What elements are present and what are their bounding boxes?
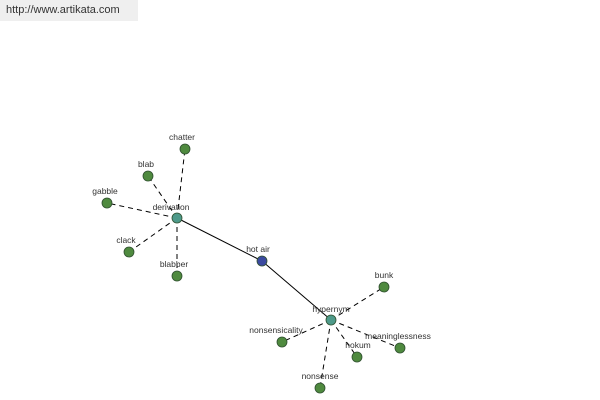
graph-nodes: hot air derivation hypernym chatter blab gabb… <box>92 132 431 394</box>
node-circle[interactable] <box>378 281 390 293</box>
edge-hot_air-derivation <box>176 217 263 262</box>
edge-derivation-gabble <box>106 202 178 219</box>
node-circle[interactable] <box>276 336 288 348</box>
node-nonsense[interactable]: nonsense <box>302 371 339 394</box>
node-chatter[interactable]: chatter <box>169 132 195 155</box>
node-label: clack <box>116 235 136 245</box>
node-blabber[interactable]: blabber <box>160 259 189 282</box>
edge-hypernym-nonsense <box>319 319 332 389</box>
node-circle[interactable] <box>179 143 191 155</box>
node-nonsensicality[interactable]: nonsensicality <box>249 325 303 348</box>
edge-derivation-chatter <box>176 148 186 219</box>
edge-derivation-clack <box>128 217 178 253</box>
node-circle[interactable] <box>325 314 337 326</box>
node-hot-air[interactable]: hot air <box>246 244 270 267</box>
node-circle[interactable] <box>171 270 183 282</box>
node-circle[interactable] <box>101 197 113 209</box>
node-circle[interactable] <box>351 351 363 363</box>
node-label: hot air <box>246 244 270 254</box>
node-hypernym[interactable]: hypernym <box>312 304 350 326</box>
node-label: hypernym <box>312 304 349 314</box>
url-bar: http://www.artikata.com <box>0 0 138 21</box>
edge-hypernym-bunk <box>330 286 385 321</box>
node-label: chatter <box>169 132 195 142</box>
node-clack[interactable]: clack <box>116 235 136 258</box>
node-blab[interactable]: blab <box>138 159 154 182</box>
node-meaninglessness[interactable]: meaninglessness <box>365 331 431 354</box>
graph-edges <box>106 148 401 389</box>
edge-hypernym-hokum <box>330 319 358 358</box>
node-label: blabber <box>160 259 189 269</box>
node-derivation[interactable]: derivation <box>153 202 190 224</box>
site-url-link[interactable]: http://www.artikata.com <box>6 4 120 16</box>
edge-hot_air-hypernym <box>261 260 332 321</box>
node-label: gabble <box>92 186 118 196</box>
node-circle[interactable] <box>256 255 268 267</box>
node-circle[interactable] <box>394 342 406 354</box>
node-circle[interactable] <box>171 212 183 224</box>
node-label: meaninglessness <box>365 331 431 341</box>
node-label: nonsense <box>302 371 339 381</box>
node-label: blab <box>138 159 154 169</box>
node-gabble[interactable]: gabble <box>92 186 118 209</box>
node-hokum[interactable]: hokum <box>345 340 371 363</box>
node-label: bunk <box>375 270 394 280</box>
edge-hypernym-meaninglessness <box>330 319 401 349</box>
node-bunk[interactable]: bunk <box>375 270 394 293</box>
node-label: hokum <box>345 340 371 350</box>
node-circle[interactable] <box>142 170 154 182</box>
node-label: derivation <box>153 202 190 212</box>
node-label: nonsensicality <box>249 325 303 335</box>
node-circle[interactable] <box>123 246 135 258</box>
node-circle[interactable] <box>314 382 326 394</box>
